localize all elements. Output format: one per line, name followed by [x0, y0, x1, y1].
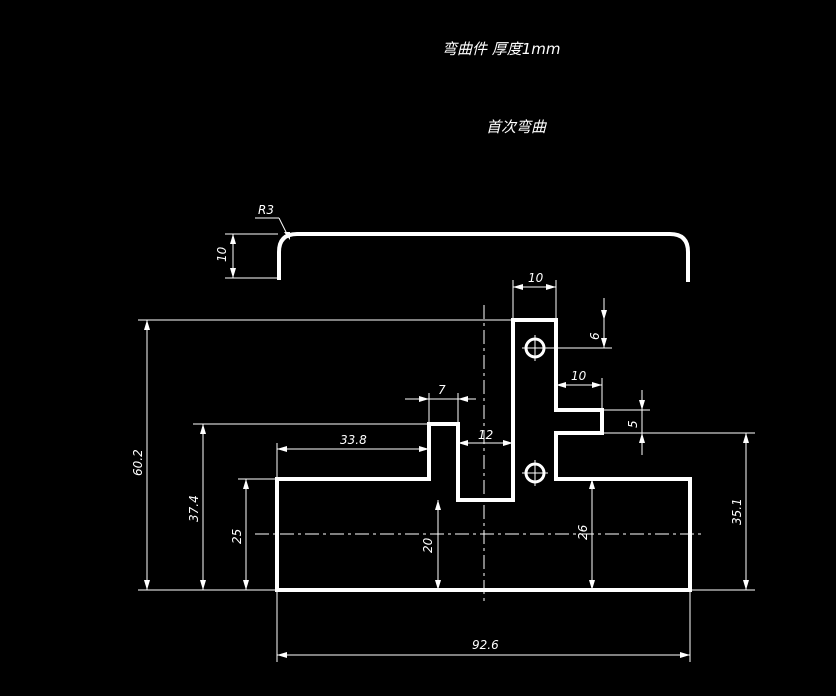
dim-center-gap: 12: [478, 428, 493, 442]
dim-flange-arrow-bottom: [230, 268, 236, 278]
dim-lstep-arrow-right: [458, 396, 468, 402]
radius-leader-arrow: [284, 232, 290, 240]
dim-inner-right-arrow-bottom: [589, 580, 595, 590]
dim-right-h-arrow-bottom: [743, 580, 749, 590]
dim-total-h-arrow-bottom: [144, 580, 150, 590]
dim-total-h-arrow-top: [144, 320, 150, 330]
dim-lstep-arrow-left: [419, 396, 429, 402]
flat-pattern-outline: [275, 318, 692, 592]
dim-total-w-arrow-right: [680, 652, 690, 658]
flat-pattern: [255, 305, 705, 603]
bent-strip-outline: [277, 232, 690, 282]
dim-left-length: 33.8: [340, 433, 367, 447]
dim-gap-arrow-left: [458, 440, 468, 446]
dim-left-h-arrow-top: [200, 424, 206, 434]
dim-inner-right-arrow-top: [589, 479, 595, 489]
dim-inner-left-arrow-bottom: [435, 580, 441, 590]
dim-left-step-width: 7: [438, 383, 446, 397]
dim-right-h-arrow-top: [743, 433, 749, 443]
dim-total-width: 92.6: [472, 638, 499, 652]
dim-top-arrow-right: [546, 284, 556, 290]
dim-step-height: 5: [626, 420, 640, 428]
dim-radius: R3: [258, 203, 274, 217]
dim-inner-height-right: 26: [576, 524, 590, 540]
dim-right-height: 35.1: [730, 498, 744, 525]
dim-left-h-arrow-bottom: [200, 580, 206, 590]
dim-step-arrow-right: [592, 382, 602, 388]
dim-gap-arrow-right: [503, 440, 513, 446]
dim-base-h-arrow-top: [243, 479, 249, 489]
dim-top-width: 10: [528, 271, 544, 285]
dim-step-h-arrow-bottom: [639, 433, 645, 443]
dim-llen-arrow-left: [277, 446, 287, 452]
dim-hole-offset: 6: [588, 332, 602, 340]
dim-inner-height-left: 20: [421, 537, 435, 553]
dim-hole-arrow-bottom: [601, 338, 607, 348]
dim-step-width: 10: [571, 369, 587, 383]
dim-step-arrow-left: [556, 382, 566, 388]
dim-total-w-arrow-left: [277, 652, 287, 658]
dim-base-h-arrow-bottom: [243, 580, 249, 590]
dim-step-h-arrow-top: [639, 400, 645, 410]
dim-base-height: 25: [230, 529, 244, 544]
dim-top-arrow-left: [513, 284, 523, 290]
dim-total-height: 60.2: [131, 449, 145, 476]
dim-left-height: 37.4: [187, 495, 201, 522]
side-view: R3 10: [215, 203, 690, 282]
dim-inner-left-arrow-top: [435, 500, 441, 510]
dim-hole-arrow-top: [601, 310, 607, 320]
dim-llen-arrow-right: [419, 446, 429, 452]
drawing-title: 弯曲件 厚度1mm: [442, 40, 561, 58]
dim-flange-arrow-top: [230, 234, 236, 244]
dimension-lines: 10 6 10 5 7 12 33.8: [131, 271, 755, 662]
drawing-subtitle: 首次弯曲: [486, 118, 547, 136]
dim-flange-height: 10: [215, 246, 229, 262]
